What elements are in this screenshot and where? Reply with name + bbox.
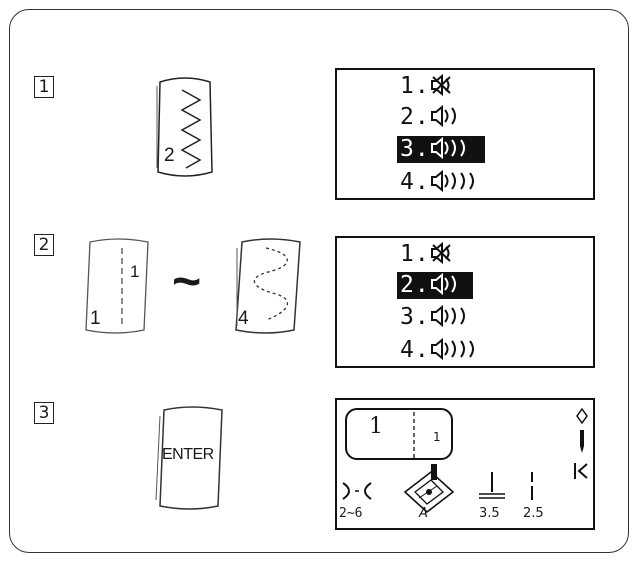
wavy-stitch-key-icon[interactable] (232, 236, 304, 336)
step-2-number: 2 (34, 234, 54, 256)
stitch-preview-icon (413, 412, 415, 458)
zigzag-key-number: 2 (164, 145, 175, 166)
speaker-low-icon (430, 272, 456, 296)
instruction-frame (9, 9, 629, 553)
menu-item-1: 1. (397, 73, 459, 100)
volume-menu-display-2: 1. 2. 3. 4. (335, 236, 595, 368)
straight-stitch-key-icon[interactable] (82, 236, 154, 336)
speaker-medium-icon (430, 136, 465, 160)
menu-item-4: 4. (397, 169, 497, 196)
enter-key-label: ENTER (162, 446, 214, 463)
speaker-low-icon (430, 104, 456, 128)
presser-foot-icon (403, 464, 455, 514)
speaker-muted-icon (430, 241, 451, 265)
step-1-number: 1 (34, 76, 54, 98)
speaker-muted-icon (430, 73, 451, 97)
menu-item-3: 3. (397, 136, 485, 163)
menu-item-4: 4. (397, 337, 497, 364)
speaker-high-icon (430, 169, 474, 193)
straight-key-number: 1 (90, 308, 101, 329)
volume-menu-display-1: 1. 2. 3. 4. (335, 68, 595, 200)
stitch-width-icon (479, 472, 505, 499)
foot-value: A (419, 506, 428, 521)
step-3-number: 3 (34, 402, 54, 424)
menu-item-1: 1. (397, 241, 459, 268)
straight-key-small-number: 1 (130, 262, 140, 281)
menu-item-2: 2. (397, 272, 473, 299)
speaker-medium-icon (430, 304, 465, 328)
range-tilde: ~ (172, 253, 202, 309)
pattern-number: 1 (369, 414, 383, 439)
pattern-box (345, 408, 453, 460)
tension-value: 2~6 (339, 506, 363, 521)
needle-stop-icon (574, 463, 588, 479)
length-value: 2.5 (523, 506, 544, 521)
menu-item-2: 2. (397, 104, 473, 131)
width-value: 3.5 (479, 506, 500, 521)
pattern-small-number: 1 (433, 430, 441, 444)
stitch-length-icon (531, 472, 533, 500)
thread-tension-icon (342, 482, 372, 500)
needle-icon (580, 430, 584, 453)
stitch-settings-display: 1 1 2~6 A 3.5 2.5 (335, 398, 595, 530)
speaker-high-icon (430, 337, 474, 361)
zigzag-stitch-key-icon[interactable] (150, 74, 220, 184)
enter-key-icon[interactable] (152, 404, 228, 514)
needle-position-icon (576, 407, 588, 425)
menu-item-3: 3. (397, 304, 485, 331)
wavy-key-number: 4 (238, 308, 249, 329)
